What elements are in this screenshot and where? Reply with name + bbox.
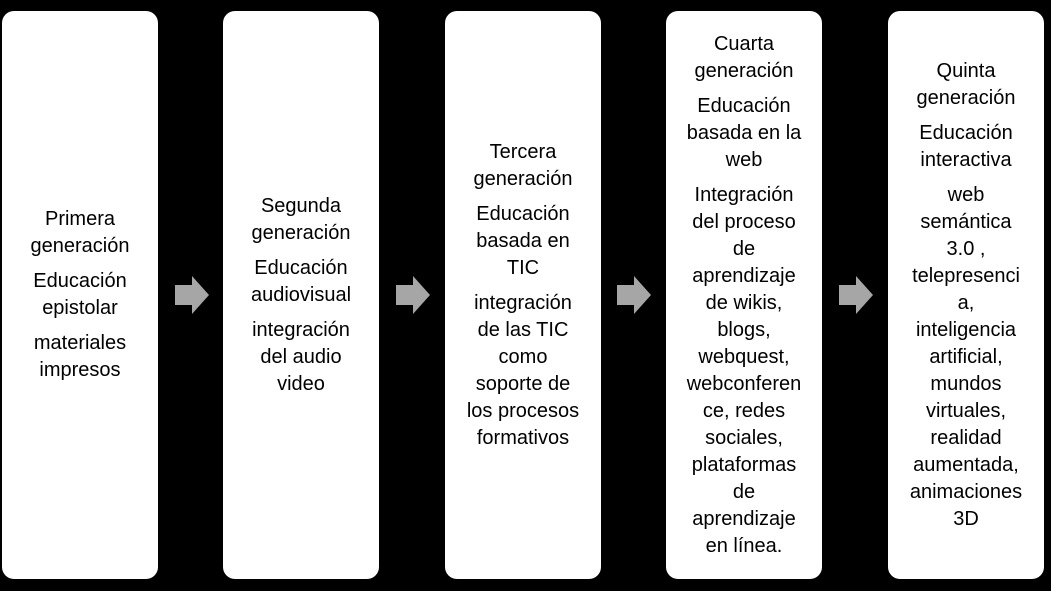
box-description: Integración del proceso de aprendizaje d… <box>686 183 802 557</box>
box-subtitle: Educación interactiva <box>919 121 1013 171</box>
box-title: Primera generación <box>30 208 130 257</box>
box-description: materiales impresos <box>33 332 127 381</box>
stage-box-primera-generacion: Primera generación Educación epistolar m… <box>2 11 158 579</box>
right-arrow-icon <box>839 276 873 314</box>
stage-box-tercera-generacion: Tercera generación Educación basada en T… <box>445 11 601 579</box>
right-arrow-icon <box>396 276 430 314</box>
box-title: Segunda generación <box>251 194 351 244</box>
box-title: Cuarta generación <box>694 32 794 82</box>
box-subtitle: Educación epistolar <box>33 270 127 319</box>
box-description: integración de las TIC como soporte de l… <box>466 291 580 449</box>
box-description: integración del audio video <box>252 318 350 395</box>
right-arrow-icon <box>617 276 651 314</box>
stage-box-cuarta-generacion: Cuarta generación Educación basada en la… <box>666 11 822 579</box>
box-title: Quinta generación <box>916 59 1016 109</box>
stage-box-quinta-generacion: Quinta generación Educación interactiva … <box>888 11 1044 579</box>
box-description: web semántica 3.0 , telepresenci a, inte… <box>909 183 1023 530</box>
box-subtitle: Educación audiovisual <box>250 256 352 306</box>
box-subtitle: Educación basada en TIC <box>476 202 570 279</box>
box-subtitle: Educación basada en la web <box>686 94 802 171</box>
stage-box-segunda-generacion: Segunda generación Educación audiovisual… <box>223 11 379 579</box>
right-arrow-icon <box>175 276 209 314</box>
box-title: Tercera generación <box>473 140 573 190</box>
